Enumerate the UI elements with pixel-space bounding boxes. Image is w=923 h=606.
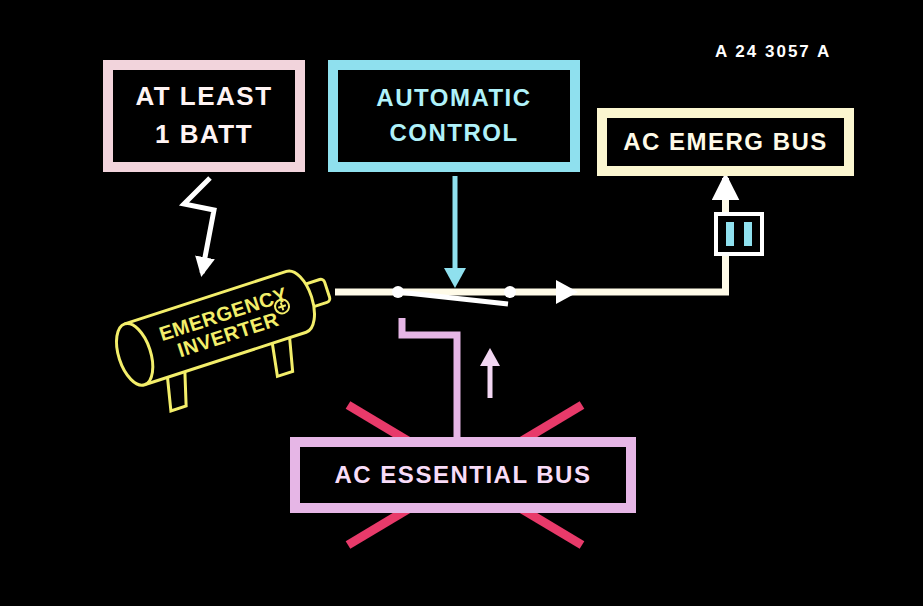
power-line xyxy=(335,178,726,292)
breaker-contact xyxy=(726,222,734,246)
inverter-figure: EMERGENCY INVERTER xyxy=(85,225,335,425)
inverter-end xyxy=(110,319,160,390)
breaker-symbol xyxy=(716,214,762,254)
bus-box: AC EMERG BUS xyxy=(597,108,854,176)
control-arrow xyxy=(453,176,458,272)
control-box: AUTOMATIC CONTROL xyxy=(328,60,580,172)
drawing-number: A 24 3057 A xyxy=(715,42,831,62)
transfer-arrowhead xyxy=(480,348,500,366)
source-box: AT LEAST 1 BATT xyxy=(103,60,305,172)
transfer-arrow xyxy=(488,362,493,398)
lightning-connector xyxy=(184,178,214,273)
flow-arrowhead xyxy=(556,280,578,304)
switch-contact xyxy=(392,286,404,298)
control-arrowhead xyxy=(444,268,466,288)
switch-blade xyxy=(398,292,508,304)
bus-box: AC ESSENTIAL BUS xyxy=(290,437,636,513)
node-label: AC EMERG BUS xyxy=(619,125,832,160)
essential-feed-wire xyxy=(402,318,457,437)
node-label: AC ESSENTIAL BUS xyxy=(331,458,596,493)
switch-contact xyxy=(504,286,516,298)
node-label: AUTOMATIC CONTROL xyxy=(350,81,558,151)
node-label: AT LEAST 1 BATT xyxy=(125,78,283,153)
breaker-contact xyxy=(744,222,752,246)
